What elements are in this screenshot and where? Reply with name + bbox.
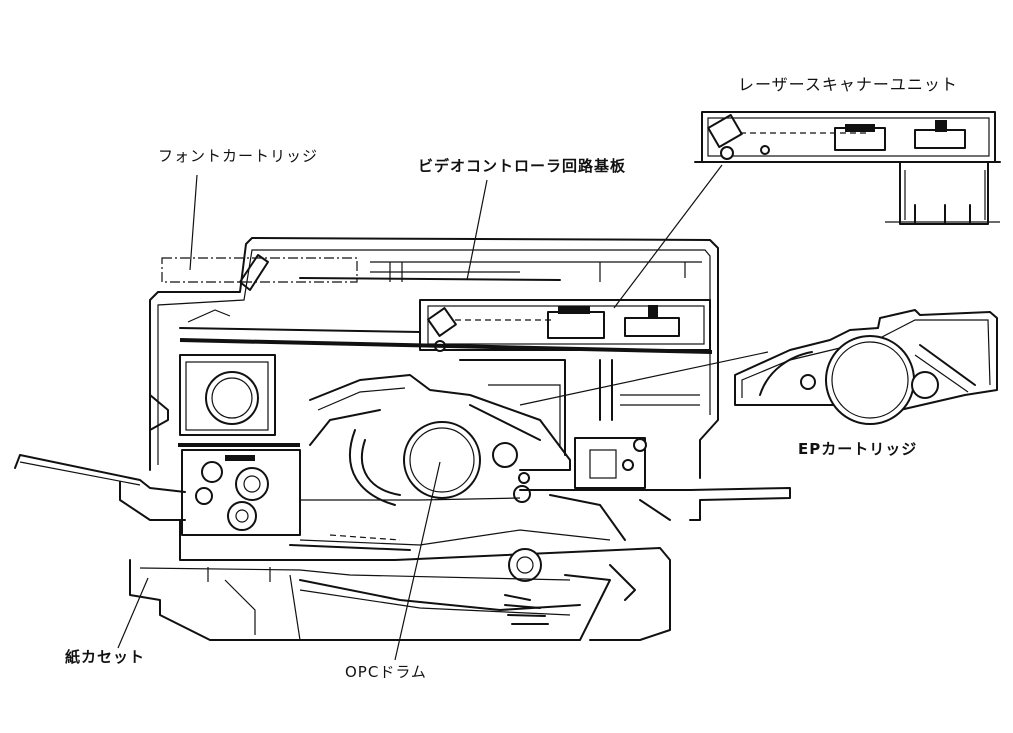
ep-cartridge-label: EPカートリッジ xyxy=(798,440,918,458)
printer-body xyxy=(14,237,791,641)
ep-cartridge-inset xyxy=(734,309,998,425)
leader-lines xyxy=(117,164,769,661)
paper-cassette-label: 紙カセット xyxy=(65,648,146,666)
laser-scanner-unit-inset xyxy=(694,111,1001,225)
laser-scanner-unit-label: レーザースキャナーユニット xyxy=(738,75,958,94)
video-controller-board-label: ビデオコントローラ回路基板 xyxy=(418,157,627,175)
opc-drum-label: OPCドラム xyxy=(345,663,427,681)
font-cartridge-label: フォントカートリッジ xyxy=(158,147,319,165)
